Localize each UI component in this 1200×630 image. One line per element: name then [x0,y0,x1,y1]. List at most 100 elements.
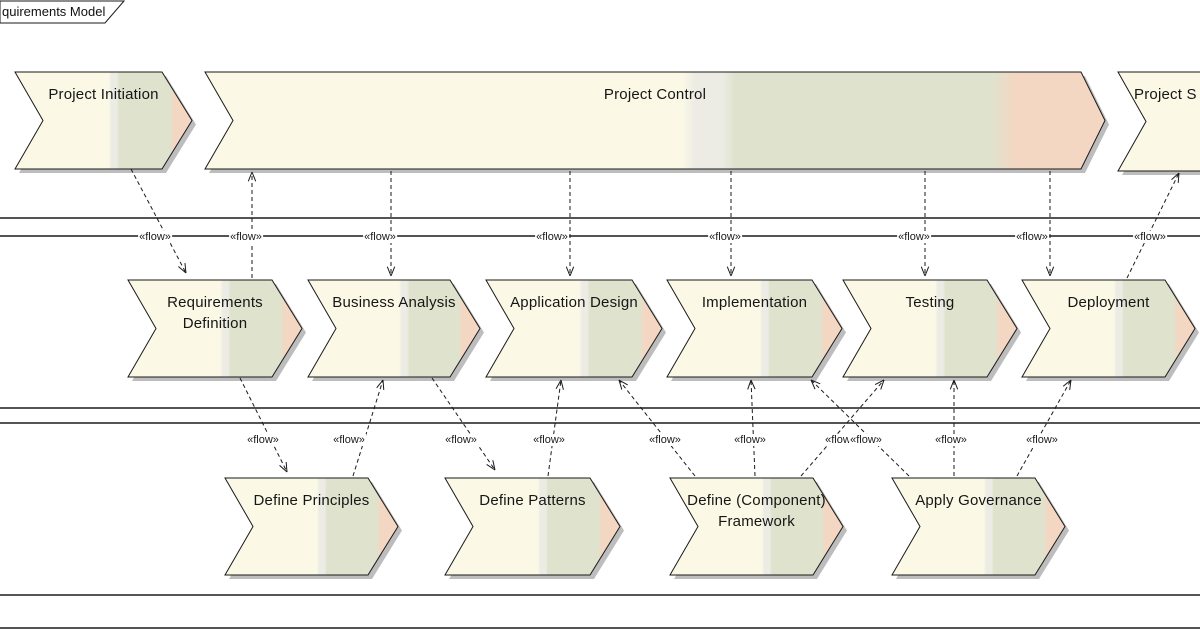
testing-label[interactable]: Testing [843,292,1017,313]
arrowhead-icon [184,263,187,274]
project-initiation-shape[interactable] [14,71,193,170]
connector-apply-governance-to-implementation[interactable] [810,379,910,477]
arrowhead-icon [810,379,821,385]
requirements-definition-shape[interactable] [127,279,303,378]
arrowhead-icon [1171,172,1180,181]
flow-stereotype-label: «flow» [229,231,263,243]
arrowhead-icon [565,266,571,277]
arrowhead-icon [810,379,816,390]
define-patterns-label[interactable]: Define Patterns [445,490,620,511]
flow-stereotype-label: «flow» [1025,434,1059,446]
flow-stereotype-label: «flow» [138,231,172,243]
connector-business-analysis-to-define-patterns[interactable] [431,377,496,471]
project-s-label[interactable]: Project S [1134,84,1197,105]
arrowhead-icon [486,464,496,471]
connector-requirements-definition-to-define-principles[interactable] [239,377,288,473]
arrowhead-icon [178,266,187,274]
flow-stereotype-label: «flow» [708,231,742,243]
testing-label-line: Testing [905,294,955,311]
connector-define-component-framework-to-implementation[interactable] [750,379,756,477]
arrowhead-icon [874,379,885,386]
arrowhead-icon [920,266,926,277]
frame-tab-label: quirements Model [2,4,106,19]
implementation-label[interactable]: Implementation [667,292,842,313]
define-principles-label-line: Define Principles [253,492,370,509]
flow-stereotype-label: «flow» [535,231,569,243]
application-design-shape[interactable] [485,279,663,378]
arrowhead-icon [285,461,288,473]
application-design-label[interactable]: Application Design [486,292,662,313]
arrowhead-icon [247,171,253,182]
implementation-shape[interactable] [666,279,843,378]
project-initiation-label-line: Project Initiation [48,86,159,103]
requirements-definition-label-line: Definition [182,315,248,332]
business-analysis-label-line: Business Analysis [332,294,456,311]
deployment-shape[interactable] [1021,279,1196,378]
project-s-label-line: Project S [1134,86,1197,103]
arrowhead-icon [555,379,562,389]
flow-stereotype-label: «flow» [648,434,682,446]
arrowhead-icon [390,266,396,277]
arrowhead-icon [386,266,392,277]
define-principles-label[interactable]: Define Principles [225,490,398,511]
project-s-shape[interactable] [1117,71,1200,172]
frame-label-tab[interactable] [0,0,126,24]
arrowhead-icon [618,379,623,390]
define-patterns-label-line: Define Patterns [479,492,586,509]
connector-apply-governance-to-deployment[interactable] [1016,379,1072,477]
apply-governance-label-line: Apply Governance [915,492,1042,509]
arrowhead-icon [949,379,955,390]
deployment-label[interactable]: Deployment [1022,292,1195,313]
arrowhead-icon [747,379,752,390]
business-analysis-shape[interactable] [307,279,481,378]
apply-governance-shape[interactable] [891,477,1066,576]
arrowhead-icon [1177,172,1180,184]
flow-stereotype-label: «flow» [934,434,968,446]
flow-stereotype-label: «flow» [1015,231,1049,243]
flow-stereotype-label: «flow» [1133,231,1167,243]
flow-stereotype-label: «flow» [444,434,478,446]
project-initiation-label[interactable]: Project Initiation [15,84,192,105]
flow-stereotype-label: «flow» [332,434,366,446]
project-control-shape[interactable] [204,71,1106,170]
business-analysis-label[interactable]: Business Analysis [308,292,480,313]
define-patterns-shape[interactable] [444,477,621,576]
connector-define-patterns-to-application-design[interactable] [547,379,562,477]
define-component-framework-label-line: Framework [718,513,795,530]
arrowhead-icon [730,266,736,277]
flow-stereotype-label: «flow» [246,434,280,446]
connector-project-initiation-to-requirements-definition[interactable] [130,168,187,274]
arrowhead-icon [560,379,564,390]
project-control-label-line: Project Control [603,86,707,103]
arrowhead-icon [924,266,930,277]
arrowhead-icon [1045,266,1051,277]
define-component-framework-shape[interactable] [669,477,844,576]
connector-deployment-to-project-s[interactable] [1126,172,1180,279]
define-component-framework-label-line: Define (Component) [687,492,826,509]
define-component-framework-label[interactable]: Define (Component) Framework [670,490,843,532]
flow-stereotype-label: «flow» [897,231,931,243]
arrowhead-icon [1049,266,1055,277]
connector-define-principles-to-business-analysis[interactable] [352,379,384,477]
arrowhead-icon [382,379,385,391]
arrowhead-icon [492,460,496,471]
arrowhead-icon [880,379,885,390]
project-control-label[interactable]: Project Control [205,84,1105,105]
arrowhead-icon [279,464,288,473]
application-design-label-line: Application Design [510,294,638,311]
testing-shape[interactable] [842,279,1018,378]
flow-stereotype-label: «flow» [733,434,767,446]
connector-define-component-framework-to-testing[interactable] [800,379,885,477]
apply-governance-label[interactable]: Apply Governance [892,490,1065,511]
define-principles-shape[interactable] [224,477,399,576]
implementation-label-line: Implementation [701,294,808,311]
flow-stereotype-label: «flow» [532,434,566,446]
arrowhead-icon [569,266,575,277]
deployment-label-line: Deployment [1067,294,1150,311]
arrowhead-icon [1069,379,1072,390]
arrowhead-icon [376,379,384,389]
arrowhead-icon [618,379,628,386]
